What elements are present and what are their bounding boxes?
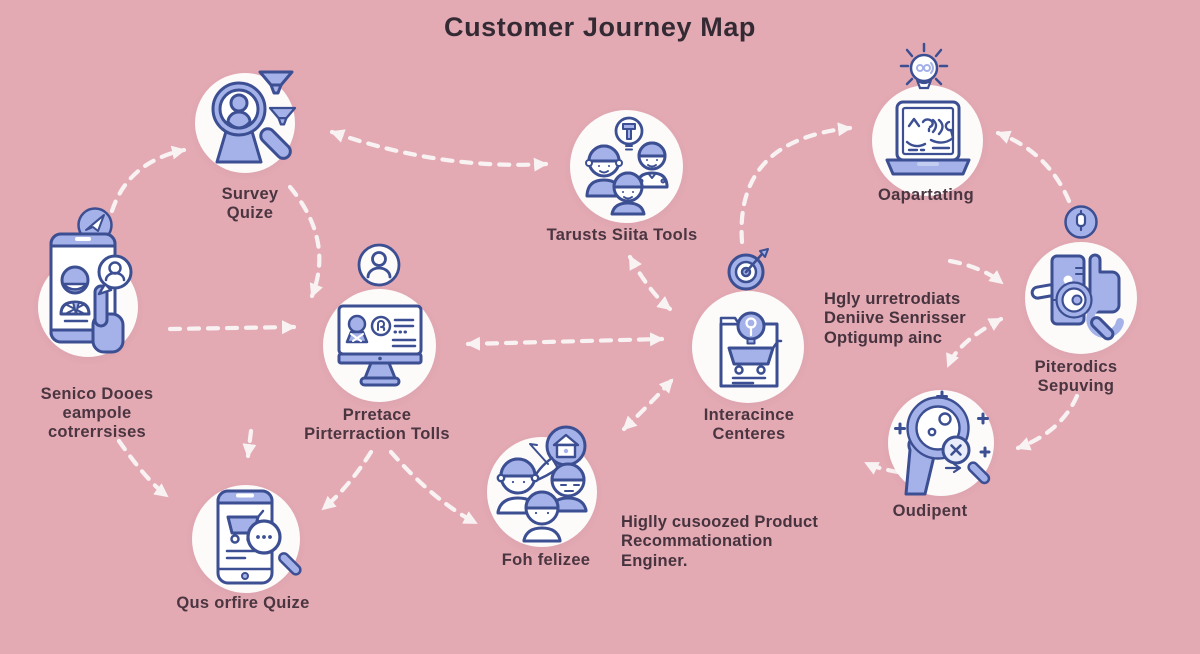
target-dart-icon [727, 248, 769, 291]
arrow-fonfelizee-interacince [621, 377, 675, 432]
node-label-prretace: Prretace Pirterraction Tolls [304, 406, 450, 444]
arrow-prretace-qusorfire [320, 449, 374, 512]
node-label-qusorfire: Qus orfire Quize [176, 594, 310, 612]
magnifier-person-icon [211, 70, 297, 164]
node-label-oudipent: Oudipent [892, 502, 968, 520]
annotation-bottom: Higlly cusoozed Product Recommationation… [621, 513, 819, 570]
node-label-senico-dooes: Senico Dooes eampole cotrerrsises [40, 385, 154, 442]
arrow-piterodics-oapartating [995, 130, 1072, 204]
arrow-annotation-piterodics [947, 258, 1005, 286]
monitor-chat-icon [337, 304, 423, 387]
page-title: Customer Journey Map [443, 12, 757, 42]
person-badge-icon [357, 243, 401, 287]
arrow-survey-tarusts [329, 129, 549, 172]
phone-tap-icon [49, 232, 133, 354]
arrow-survey-prretace [287, 184, 323, 299]
node-label-survey-quize: Survey Quize [221, 185, 279, 223]
node-label-interacince: Interacince Centeres [703, 406, 795, 444]
arrow-prretace-fonfelizee [388, 449, 479, 526]
magnifier-cells-icon [894, 390, 991, 496]
pen-badge-icon [1064, 205, 1098, 239]
arrow-senico-prretace [167, 320, 297, 335]
arrow-senico-qusorfire [116, 438, 170, 499]
lightbulb-rays-icon [899, 42, 949, 90]
node-label-tarusts: Tarusts Siita Tools [546, 226, 698, 244]
device-key-search-icon [1030, 253, 1124, 341]
arrow-senico-survey [109, 145, 187, 214]
phone-shop-search-icon [216, 489, 302, 585]
team-idea-icon [585, 116, 669, 216]
arrow-tarusts-interacince [627, 254, 673, 312]
cart-document-icon [719, 311, 783, 388]
laptop-sketch-icon [885, 100, 971, 176]
annotation-right: Hgly urretrodiats Deniive Senrisser Opti… [824, 290, 966, 347]
group-home-bubble-icon [496, 425, 588, 543]
arrow-interacince-oapartating [739, 122, 853, 245]
arrow-oudipent-annotation [863, 460, 901, 475]
arrow-down-qusorfire [242, 428, 257, 459]
arrow-prretace-interacince [465, 332, 665, 351]
arrow-piterodics-oudipent-right [1015, 393, 1080, 451]
node-label-oapartating: Oapartating [878, 186, 974, 204]
node-label-fonfelizee: Foh felizee [501, 551, 591, 569]
node-label-piterodics: Piterodics Sepuving [1034, 358, 1118, 396]
arrow-piterodics-oudipent-left [945, 316, 1004, 369]
